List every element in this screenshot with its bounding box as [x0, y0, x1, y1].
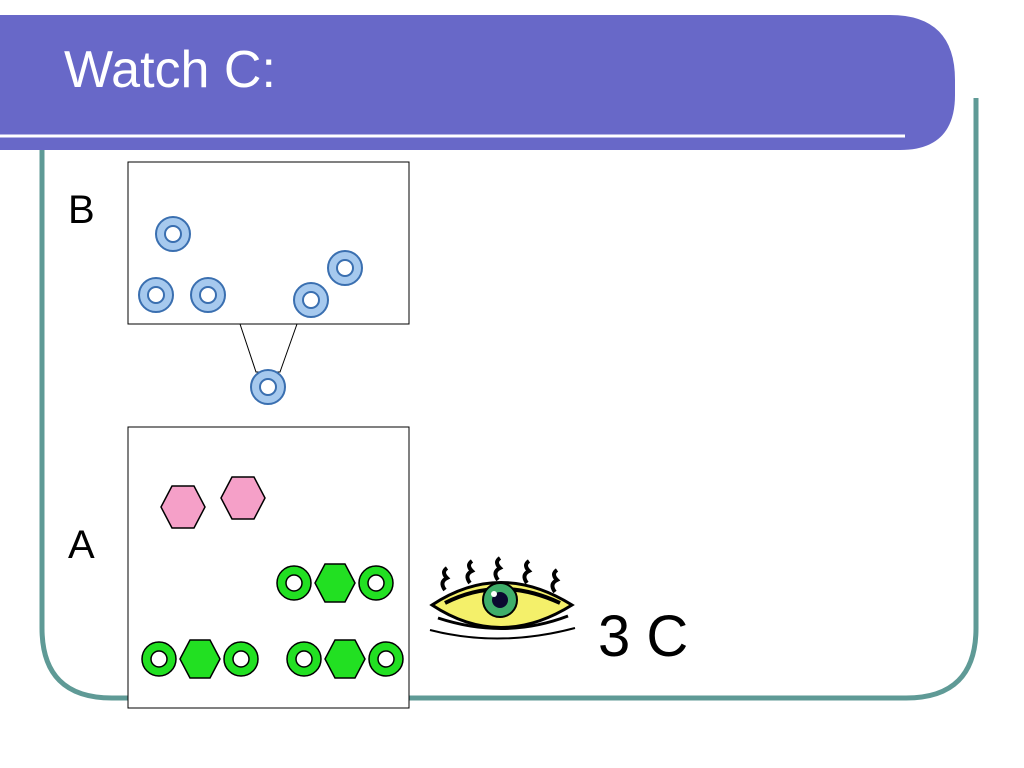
slide-title: Watch C: [64, 41, 276, 99]
green-chain [276, 563, 394, 603]
eye-icon [429, 556, 576, 640]
transported-ring-molecule [250, 369, 286, 405]
ring-molecule [327, 250, 363, 286]
compartment-a-label: A [68, 523, 95, 567]
ring-molecule [293, 282, 329, 318]
ring-molecule [138, 277, 174, 313]
green-chain [286, 639, 404, 679]
compartment-b-label: B [68, 188, 95, 232]
ring-molecule [190, 277, 226, 313]
channel [239, 323, 298, 373]
green-chain [141, 639, 259, 679]
observation-count: 3 C [598, 604, 689, 669]
title-bar [0, 15, 955, 150]
ring-molecule [155, 216, 191, 252]
content-border [39, 98, 979, 701]
